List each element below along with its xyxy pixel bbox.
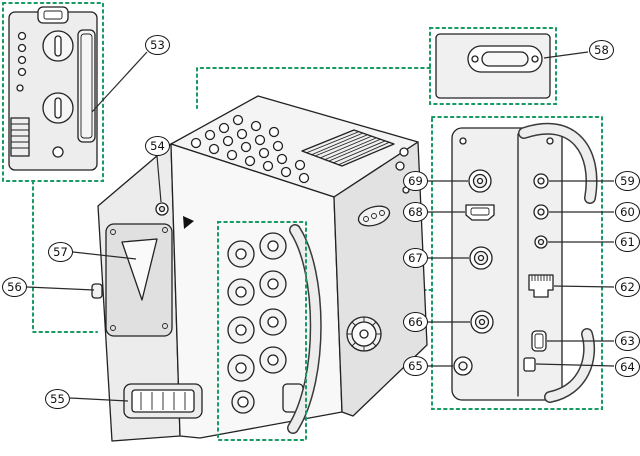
dotted-link-top [196,67,431,109]
callout-64: 64 [615,357,640,377]
mount-index-mark [183,216,194,229]
inset-right-panel [431,116,603,410]
leader-62 [553,285,615,288]
inset-left-panel [2,2,104,182]
callout-68: 68 [403,202,428,222]
jack-port-61 [534,235,548,249]
left-panel-screw [52,146,64,158]
leader-53 [91,51,148,113]
callout-56: 56 [2,277,27,297]
latch-dial-lower [42,92,74,124]
left-panel-buttons [16,31,27,92]
top-plate-holes [190,114,409,184]
callout-57: 57 [48,242,73,262]
bnc-port-67 [469,246,493,270]
jack-port-60 [533,204,549,220]
cable-top [518,122,598,204]
callout-59: 59 [615,171,640,191]
cooling-vent [301,129,395,167]
callout-62: 62 [615,277,640,297]
battery-release-button [91,283,103,299]
front-face-details [346,161,410,352]
latch-dial-upper [42,30,74,62]
callout-60: 60 [615,202,640,222]
small-port-64 [523,357,536,372]
callout-58: 58 [589,40,614,60]
callout-55: 55 [45,389,70,409]
front-dial [346,316,382,352]
usb-port-63 [531,330,547,352]
leader-58 [543,51,589,59]
side-cable [287,224,322,434]
leader-54 [156,155,162,203]
callout-69: 69 [403,171,428,191]
callout-66: 66 [403,312,428,332]
callout-53: 53 [145,35,170,55]
inset-left-border [2,2,104,182]
callout-54: 54 [145,136,170,156]
callout-61: 61 [615,232,640,252]
callout-67: 67 [403,248,428,268]
dotted-link-left [32,180,98,333]
multi-pin-connector-58 [467,45,543,73]
bnc-port-69 [468,169,492,193]
v-mount-battery-plate [105,223,173,337]
side-ports-dotted-region [217,221,307,441]
camera-body [91,95,428,442]
callout-63: 63 [615,331,640,351]
knurled-wheel [10,117,30,157]
card-slot-door [77,29,96,143]
inset-top-right-connector [429,27,557,105]
round-port-65 [453,356,473,376]
leader-55 [69,397,129,402]
battery-terminal [123,383,203,419]
leader-57 [72,251,137,260]
ethernet-port-62 [528,274,554,298]
inset-right-border [431,116,603,410]
callout-65: 65 [403,356,428,376]
leader-56 [26,286,95,291]
side-connector-caps [227,232,304,414]
top-screw-socket [155,202,169,216]
left-panel-top-port [37,6,69,24]
leader-lines [26,51,615,402]
hdmi-port-68 [465,204,495,221]
inset-top-right-border [429,27,557,105]
leader-64 [535,363,615,367]
bnc-port-66 [470,310,494,334]
jack-port-59 [533,173,549,189]
